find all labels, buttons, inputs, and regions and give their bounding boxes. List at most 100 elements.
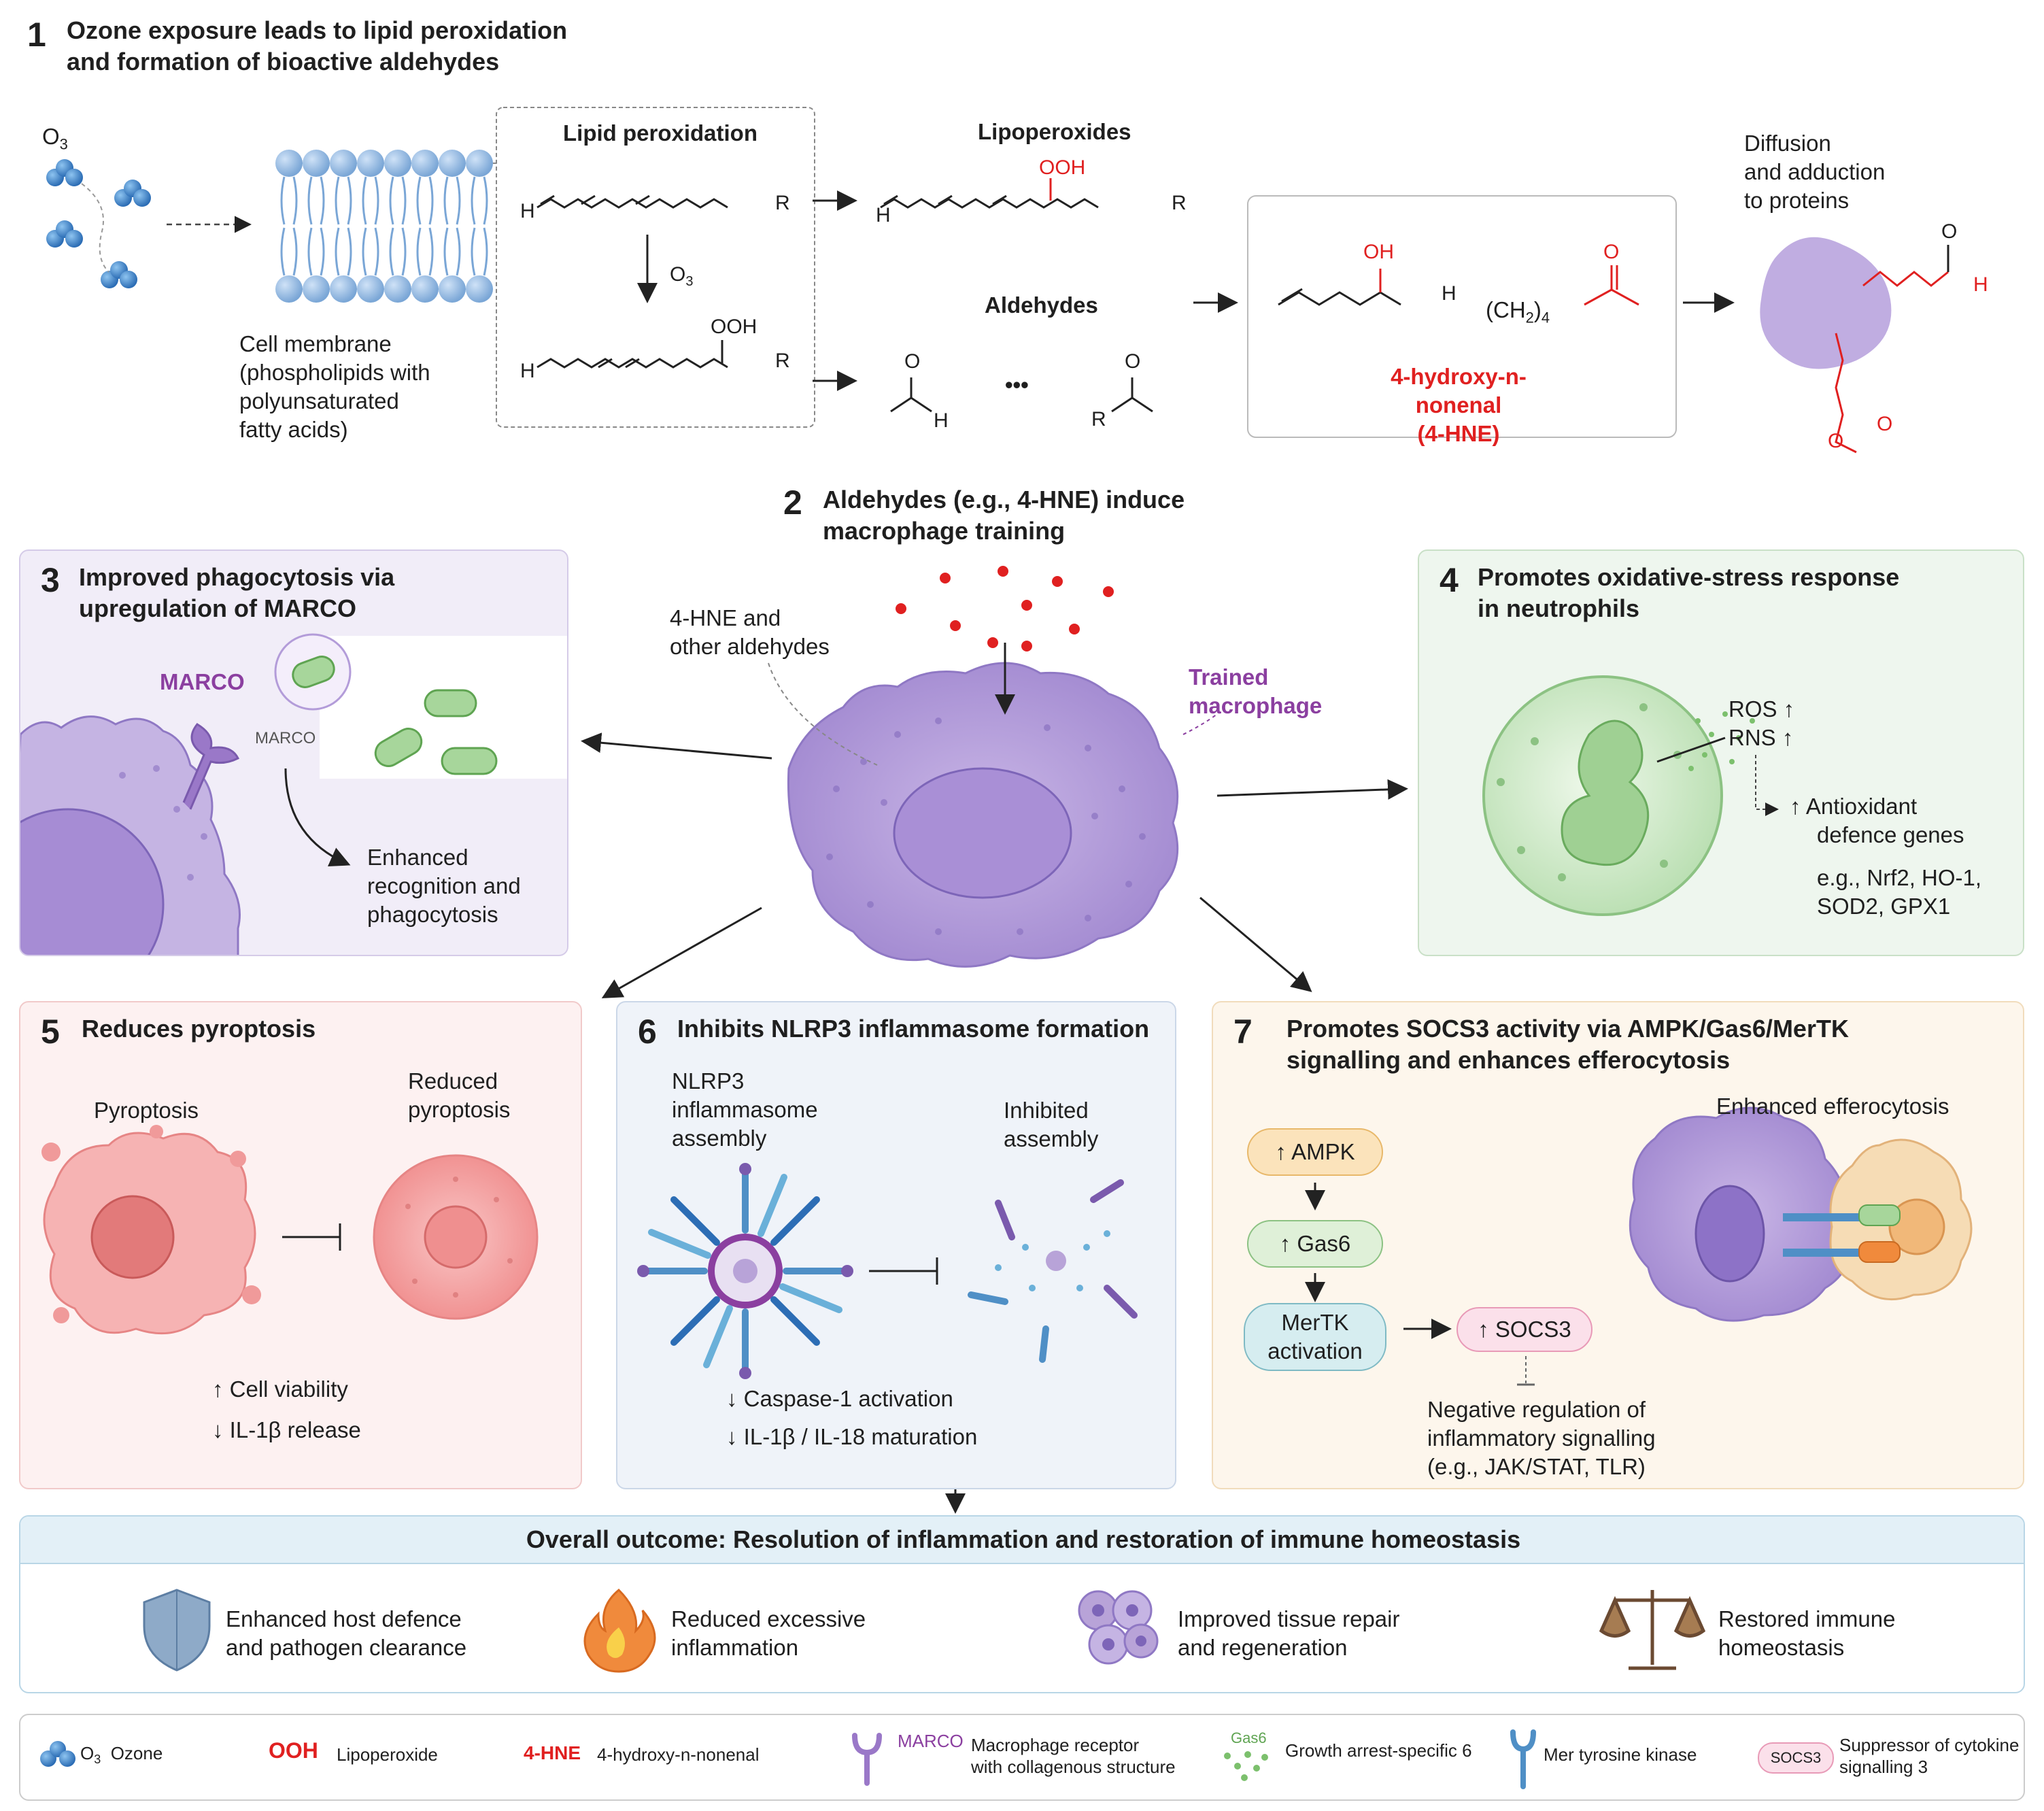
cells-icon	[1078, 1590, 1159, 1665]
socs3-pill: ↑ SOCS3	[1457, 1307, 1592, 1352]
ooh-red-label: OOH	[1039, 156, 1086, 179]
panel-socs3: 7 Promotes SOCS3 activity via AMPK/Gas6/…	[1212, 1001, 2024, 1489]
healthy-cell-icon	[373, 1154, 539, 1320]
section5-number: 5	[41, 1013, 60, 1051]
lipid-peroxidation-title: Lipid peroxidation	[563, 120, 757, 146]
gas6-pill: ↑ Gas6	[1247, 1220, 1383, 1268]
pyroptosis-label: Pyroptosis	[94, 1098, 199, 1123]
legend-marco-symbol: MARCO	[898, 1731, 964, 1751]
section6-title: Inhibits NLRP3 inflammasome formation	[677, 1015, 1150, 1043]
trained-macrophage-icon	[787, 662, 1179, 968]
legend-o3: O3 Ozone	[80, 1743, 163, 1767]
section6-number: 6	[638, 1013, 657, 1051]
legend-marco-icon	[852, 1733, 882, 1786]
il1b-label: ↓ IL-1β release	[212, 1417, 361, 1442]
marco-receptor-icon	[182, 723, 240, 810]
legend-hne-text: 4-hydroxy-n-nonenal	[597, 1744, 760, 1765]
section3-number: 3	[41, 561, 60, 599]
outcome-title: Overall outcome: Resolution of inflammat…	[526, 1525, 1521, 1553]
scales-icon	[1599, 1590, 1706, 1670]
legend-socs3-symbol: SOCS3	[1758, 1742, 1834, 1774]
lipid-o3-label: O3	[670, 263, 694, 289]
pyroptotic-cell-icon	[41, 1125, 261, 1335]
aldehyde-dots-icon	[896, 566, 1114, 651]
marco-small-label: MARCO	[255, 729, 316, 747]
hne-oh-label: OH	[1363, 241, 1394, 263]
ozone-molecules-icon	[46, 159, 151, 288]
genes-label: e.g., Nrf2, HO-1,SOD2, GPX1	[1817, 865, 1982, 919]
legend-gas6-symbol: Gas6	[1231, 1729, 1267, 1746]
legend-ooh-text: Lipoperoxide	[337, 1744, 438, 1765]
hne-name: 4-hydroxy-n-nonenal(4-HNE)	[1391, 364, 1527, 446]
cell-membrane-icon	[275, 150, 496, 303]
efferocytosis-label: Enhanced efferocytosis	[1716, 1094, 1949, 1119]
h-label-2: H	[520, 360, 535, 382]
r-label-3: R	[1172, 192, 1187, 214]
adduct-o-label: O	[1828, 430, 1844, 452]
nlrp3-inflammasome-icon	[637, 1163, 853, 1379]
panel-nlrp3: 6 Inhibits NLRP3 inflammasome formation …	[616, 1001, 1176, 1489]
caspase-label: ↓ Caspase-1 activation	[726, 1386, 953, 1411]
hne-h-label: H	[1442, 282, 1457, 305]
ampk-pill: ↑ AMPK	[1247, 1128, 1383, 1176]
legend-mertk-icon	[1510, 1729, 1536, 1789]
ozone-label: O3	[42, 124, 68, 153]
efferocytosis-macrophage-icon	[1629, 1106, 1851, 1322]
section1-number: 1	[27, 16, 46, 54]
il18-label: ↓ IL-1β / IL-18 maturation	[726, 1424, 978, 1449]
protein-icon	[1760, 237, 1892, 369]
hne-o-label: O	[1603, 241, 1620, 263]
r-label-4: R	[1091, 408, 1106, 430]
outcome-panel: Overall outcome: Resolution of inflammat…	[19, 1515, 2025, 1693]
ros-label: ROS ↑	[1728, 696, 1795, 722]
viability-label: ↑ Cell viability	[212, 1376, 348, 1402]
hne-ch2-label: (CH2)4	[1486, 297, 1550, 326]
h-label-3: H	[876, 204, 891, 226]
lipoperoxides-label: Lipoperoxides	[978, 119, 1131, 144]
inhibited-assembly-icon	[968, 1179, 1138, 1363]
h-label-4: H	[934, 409, 949, 432]
section5-title: Reduces pyroptosis	[82, 1015, 316, 1043]
protein-o-label: O	[1941, 220, 1958, 243]
section2-number: 2	[783, 484, 802, 522]
ooh-label: OOH	[711, 316, 757, 338]
section4-number: 4	[1440, 561, 1459, 599]
neutrophil-nucleus-icon	[1561, 720, 1650, 866]
section7-title: Promotes SOCS3 activity via AMPK/Gas6/Me…	[1287, 1015, 1849, 1074]
legend-mertk-text: Mer tyrosine kinase	[1544, 1744, 1697, 1765]
r-label: R	[775, 192, 790, 214]
adduct-o-label-2: O	[1877, 413, 1893, 435]
r-label-2: R	[775, 350, 790, 372]
legend-ooh-symbol: OOH	[269, 1738, 318, 1763]
section1-title: Ozone exposure leads to lipid peroxidati…	[67, 16, 568, 75]
section7-number: 7	[1233, 1013, 1253, 1051]
h-label: H	[520, 200, 535, 222]
shield-icon	[143, 1589, 211, 1672]
ellipsis: •••	[1005, 372, 1029, 397]
legend-hne-symbol: 4-HNE	[524, 1742, 581, 1763]
rns-label: RNS ↑	[1728, 725, 1794, 750]
o-label-1: O	[904, 350, 921, 373]
fire-icon	[583, 1588, 656, 1673]
legend-ozone-icon	[40, 1741, 75, 1767]
